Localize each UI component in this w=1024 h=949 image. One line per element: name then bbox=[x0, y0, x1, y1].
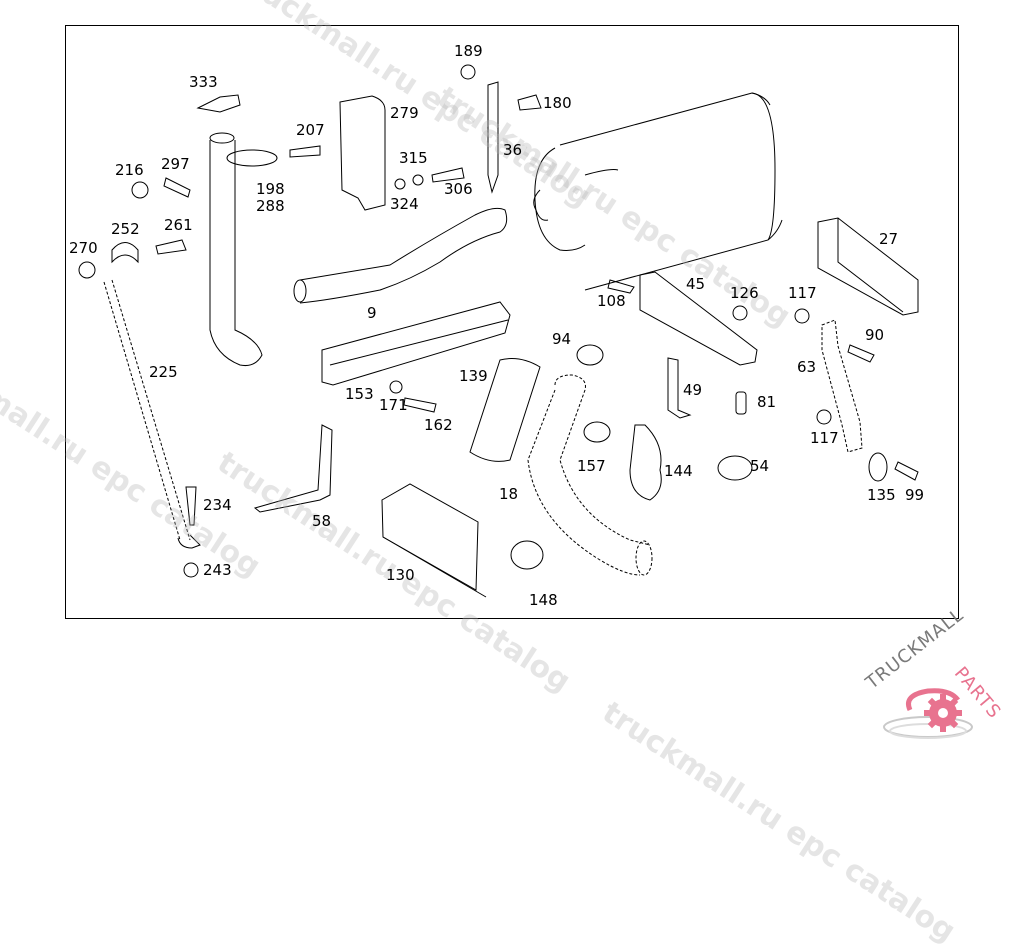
stay-rod-225 bbox=[103, 279, 201, 549]
part-label-27[interactable]: 27 bbox=[879, 230, 899, 248]
bracket-63 bbox=[821, 319, 863, 453]
bracket-58 bbox=[253, 424, 333, 513]
part-label-288[interactable]: 288 bbox=[256, 197, 285, 215]
part-label-135[interactable]: 135 bbox=[867, 486, 896, 504]
part-label-63[interactable]: 63 bbox=[797, 358, 817, 376]
part-label-207[interactable]: 207 bbox=[296, 121, 325, 139]
part-label-94[interactable]: 94 bbox=[552, 330, 572, 348]
muffler bbox=[533, 92, 783, 291]
part-label-270[interactable]: 270 bbox=[69, 239, 98, 257]
part-label-58[interactable]: 58 bbox=[312, 512, 332, 530]
parts-drawing bbox=[78, 64, 919, 598]
part-label-36[interactable]: 36 bbox=[503, 141, 523, 159]
part-label-45[interactable]: 45 bbox=[686, 275, 706, 293]
heat-shield-139 bbox=[469, 358, 541, 462]
bracket-45 bbox=[639, 271, 758, 366]
part-label-234[interactable]: 234 bbox=[203, 496, 232, 514]
part-label-171[interactable]: 171 bbox=[379, 396, 408, 414]
part-label-279[interactable]: 279 bbox=[390, 104, 419, 122]
part-label-117b[interactable]: 117 bbox=[810, 429, 839, 447]
part-label-90[interactable]: 90 bbox=[865, 326, 885, 344]
pipe-18 bbox=[527, 374, 653, 576]
tail-pipe bbox=[209, 132, 263, 366]
part-label-108[interactable]: 108 bbox=[597, 292, 626, 310]
part-label-54[interactable]: 54 bbox=[750, 457, 770, 475]
part-label-180[interactable]: 180 bbox=[543, 94, 572, 112]
part-label-243[interactable]: 243 bbox=[203, 561, 232, 579]
part-label-139[interactable]: 139 bbox=[459, 367, 488, 385]
part-label-252[interactable]: 252 bbox=[111, 220, 140, 238]
part-label-189[interactable]: 189 bbox=[454, 42, 483, 60]
bracket-27 bbox=[817, 217, 919, 316]
truckmall-parts-logo: TRUCKMALL PARTS bbox=[858, 604, 1022, 747]
part-label-216[interactable]: 216 bbox=[115, 161, 144, 179]
part-label-99[interactable]: 99 bbox=[905, 486, 925, 504]
part-label-9[interactable]: 9 bbox=[367, 304, 377, 322]
part-label-130[interactable]: 130 bbox=[386, 566, 415, 584]
part-label-333[interactable]: 333 bbox=[189, 73, 218, 91]
part-label-81[interactable]: 81 bbox=[757, 393, 777, 411]
heat-shield-130 bbox=[381, 483, 487, 598]
part-label-225[interactable]: 225 bbox=[149, 363, 178, 381]
part-label-315[interactable]: 315 bbox=[399, 149, 428, 167]
pipe-9 bbox=[293, 207, 508, 304]
part-label-148[interactable]: 148 bbox=[529, 591, 558, 609]
part-label-117a[interactable]: 117 bbox=[788, 284, 817, 302]
shield-rail-153 bbox=[321, 301, 511, 386]
part-label-162[interactable]: 162 bbox=[424, 416, 453, 434]
part-label-198[interactable]: 198 bbox=[256, 180, 285, 198]
part-label-261[interactable]: 261 bbox=[164, 216, 193, 234]
part-label-324[interactable]: 324 bbox=[390, 195, 419, 213]
part-label-18[interactable]: 18 bbox=[499, 485, 519, 503]
gear-icon bbox=[883, 688, 973, 739]
part-label-297[interactable]: 297 bbox=[161, 155, 190, 173]
part-label-126[interactable]: 126 bbox=[730, 284, 759, 302]
heat-shield-279 bbox=[339, 95, 386, 211]
part-label-144[interactable]: 144 bbox=[664, 462, 693, 480]
hardware bbox=[78, 64, 919, 578]
part-label-306[interactable]: 306 bbox=[444, 180, 473, 198]
diagram-frame bbox=[65, 25, 959, 619]
part-label-157[interactable]: 157 bbox=[577, 457, 606, 475]
part-label-153[interactable]: 153 bbox=[345, 385, 374, 403]
part-label-49[interactable]: 49 bbox=[683, 381, 703, 399]
